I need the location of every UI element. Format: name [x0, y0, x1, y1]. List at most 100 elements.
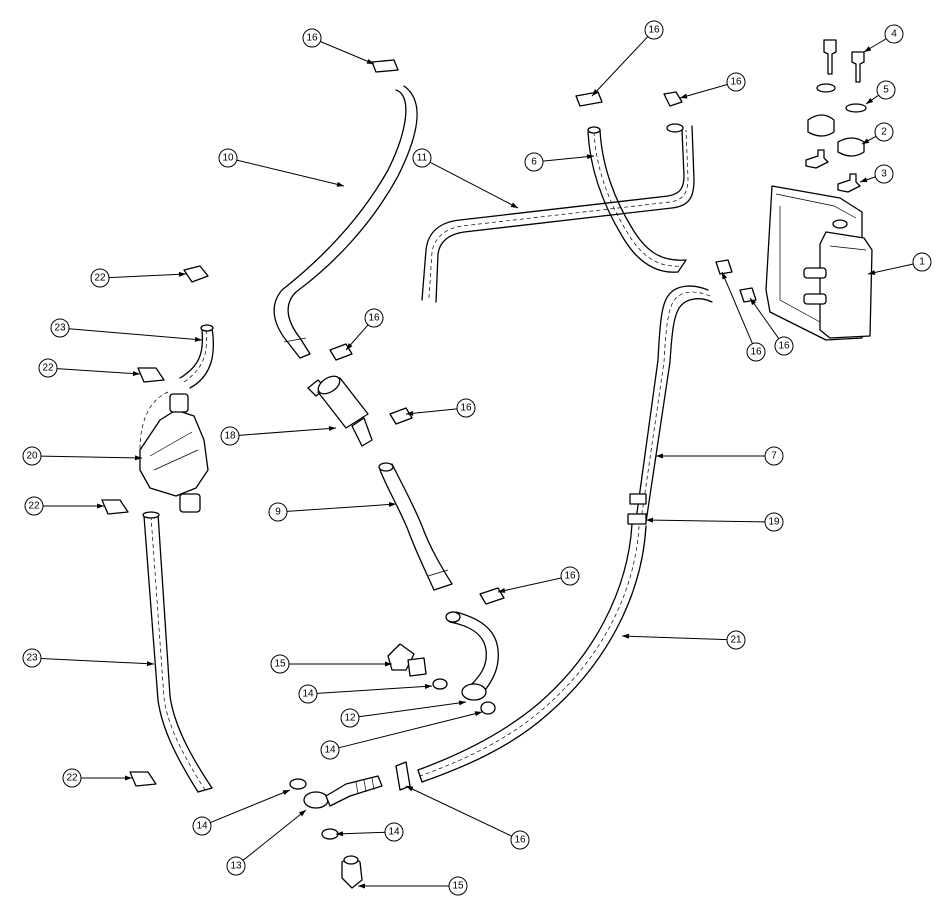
callout-arrowhead: [868, 270, 876, 275]
callout-arrowhead: [125, 775, 132, 781]
part-19-clamp: [627, 493, 647, 525]
callout-bubble: [774, 336, 794, 356]
callout-arrowhead: [474, 711, 482, 717]
callout-leader-line: [68, 328, 203, 341]
callout-bubble: [24, 496, 44, 516]
part-3-spacers: [805, 149, 861, 193]
callout-bubble: [192, 816, 212, 836]
callout-number: 16: [306, 33, 318, 44]
callout-number: 9: [275, 507, 281, 518]
callout-number: 12: [344, 713, 356, 724]
callout-arrowhead: [750, 298, 757, 306]
callout-leader-line: [316, 685, 433, 694]
callout-arrowhead: [656, 453, 663, 459]
callout-number: 16: [514, 835, 526, 846]
callout-arrowhead: [862, 138, 870, 144]
callout-5: 5: [865, 80, 896, 105]
callout-number: 1: [919, 257, 925, 268]
callout-22: 22: [62, 768, 132, 788]
callout-number: 21: [730, 635, 742, 646]
callout-leader-line: [338, 711, 483, 749]
callout-number: 16: [730, 77, 742, 88]
callout-bubble: [298, 684, 318, 704]
part-23-hose-lower: [142, 511, 213, 793]
callout-arrowhead: [336, 181, 344, 187]
callout-bubble: [226, 856, 246, 876]
part-16-clip-f: [715, 259, 733, 275]
callout-arrowhead: [385, 661, 392, 667]
part-22-clamp-b: [137, 367, 165, 383]
callout-bubble: [340, 708, 360, 728]
part-14-washer-b: [480, 701, 496, 715]
callout-bubble: [560, 566, 580, 586]
callout-number: 13: [230, 861, 242, 872]
part-14-washer-a: [432, 678, 448, 690]
callout-leader-line: [238, 427, 337, 436]
callout-leader-line: [210, 789, 291, 824]
callout-bubble: [876, 80, 896, 100]
callout-bubble: [912, 252, 932, 272]
callout-number: 16: [778, 341, 790, 352]
callout-number: 14: [324, 745, 336, 756]
callout-11: 11: [412, 148, 519, 209]
callout-16: 16: [302, 28, 375, 65]
callout-number: 18: [224, 431, 236, 442]
callout-leader-line: [56, 368, 141, 375]
callout-6: 6: [524, 152, 595, 172]
callout-leader-line: [108, 273, 187, 279]
callout-arrowhead: [622, 633, 630, 639]
callout-bubble: [874, 122, 894, 142]
part-16-clip-c: [663, 91, 683, 107]
part-12-fitting: [445, 611, 499, 701]
callout-leader-line: [236, 159, 345, 187]
callout-bubble: [384, 822, 404, 842]
callout-arrowhead: [282, 790, 290, 795]
callout-bubble: [22, 648, 42, 668]
callout-14: 14: [298, 683, 433, 704]
part-1-reservoir: [765, 185, 873, 341]
callout-bubble: [644, 20, 664, 40]
callout-leader-line: [867, 263, 914, 275]
callout-bubble: [510, 830, 530, 850]
callout-18: 18: [220, 426, 337, 446]
callout-23: 23: [50, 318, 203, 342]
callout-bubble: [764, 512, 784, 532]
callout-bubble: [412, 148, 432, 168]
part-5-washers: [816, 83, 867, 113]
callout-number: 16: [564, 571, 576, 582]
callout-leader-line: [40, 657, 155, 665]
callout-13: 13: [226, 809, 307, 876]
part-4-bolts: [823, 39, 865, 83]
callout-bubble: [874, 164, 894, 184]
callout-number: 16: [368, 313, 380, 324]
callout-number: 6: [531, 157, 537, 168]
callout-bubble: [884, 24, 904, 44]
callout-arrowhead: [146, 661, 154, 667]
part-16-clip-e: [389, 407, 413, 425]
callout-arrowhead: [358, 883, 365, 889]
callout-bubble: [764, 446, 784, 466]
callout-14: 14: [335, 822, 404, 842]
callout-arrowhead: [336, 831, 344, 837]
callout-leader-line: [679, 83, 728, 99]
callout-20: 20: [22, 446, 143, 466]
callout-23: 23: [22, 648, 155, 668]
callout-number: 16: [460, 403, 472, 414]
part-20-canister: [139, 391, 209, 513]
callout-arrowhead: [498, 588, 506, 593]
callout-7: 7: [656, 446, 784, 466]
part-7-hose: [635, 285, 713, 523]
callout-leader-line: [40, 455, 143, 459]
callout-number: 16: [648, 25, 660, 36]
callout-arrowhead: [366, 58, 374, 64]
callout-bubble: [726, 72, 746, 92]
callout-22: 22: [24, 496, 104, 516]
callout-14: 14: [320, 711, 483, 760]
part-16-clip-d: [329, 343, 353, 361]
part-16-clip-b: [575, 91, 603, 107]
callout-bubble: [448, 876, 468, 896]
callout-16: 16: [405, 398, 476, 418]
callout-bubble: [270, 654, 290, 674]
callout-arrowhead: [328, 426, 336, 432]
callout-number: 7: [771, 451, 777, 462]
